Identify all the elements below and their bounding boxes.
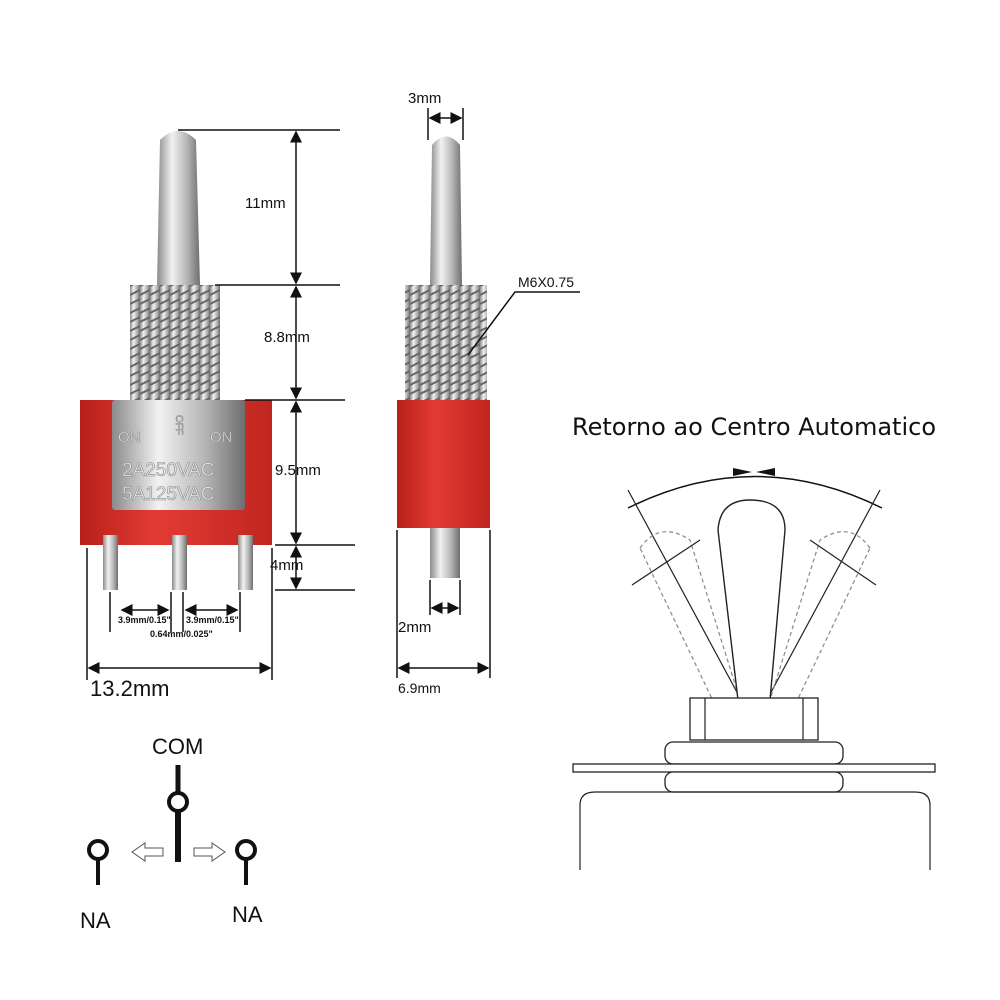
diagram-title: Retorno ao Centro Automatico [572, 413, 936, 441]
dim-pin-spacing-left: 3.9mm/0.15" [118, 615, 171, 625]
diagram-nut-top [664, 741, 844, 765]
plate-rating-1: 2A250VAC [122, 460, 215, 481]
front-lever [157, 131, 200, 285]
label-na-left: NA [80, 908, 111, 933]
dim-width: 13.2mm [90, 676, 169, 701]
dim-lever-height: 11mm [245, 195, 286, 212]
label-com: COM [152, 734, 203, 759]
terminal-na-left [87, 839, 109, 861]
pin-left [103, 535, 118, 590]
terminal-na-right [235, 839, 257, 861]
dim-pin-length: 4mm [270, 557, 303, 574]
plate-on-left: ON [118, 429, 141, 446]
diagram-bushing [689, 697, 819, 741]
front-view: ON ON OFF 2A250VAC 5A125VAC 11mm 8.8mm 9… [80, 129, 355, 701]
side-bushing [405, 285, 487, 400]
side-body [397, 400, 490, 528]
side-lever [430, 136, 462, 285]
side-view: 3mm M6X0.75 2mm 6.9mm [396, 90, 580, 696]
plate-rating-2: 5A125VAC [122, 484, 215, 505]
dim-body-height: 9.5mm [275, 462, 321, 479]
diagram-panel [572, 763, 936, 773]
dim-pin-width: 0.64mm/0.025" [150, 629, 213, 639]
metal-plate [112, 400, 245, 510]
dim-depth: 6.9mm [398, 680, 441, 696]
dim-lever-diameter: 3mm [408, 90, 441, 107]
dim-pin-spacing-right: 3.9mm/0.15" [186, 615, 239, 625]
thread-spec: M6X0.75 [518, 274, 574, 290]
front-bushing [130, 285, 220, 400]
travel-arc [627, 475, 883, 509]
side-pin [430, 528, 460, 578]
spdt-schematic: COM NA NA [80, 734, 263, 933]
plate-on-right: ON [210, 429, 233, 446]
diagram-lever [717, 499, 786, 701]
terminal-com [167, 791, 189, 813]
arrow-right-icon [193, 842, 226, 862]
pin-center [172, 535, 187, 590]
diagram-body [579, 791, 931, 870]
pin-right [238, 535, 253, 590]
arrow-left-icon [131, 842, 164, 862]
dim-bushing-height: 8.8mm [264, 329, 310, 346]
plate-off: OFF [173, 415, 184, 435]
diagram-nut-bottom [664, 771, 844, 793]
dim-side-pin-width: 2mm [398, 619, 431, 636]
return-to-center-diagram: Retorno ao Centro Automatico [572, 413, 936, 870]
label-na-right: NA [232, 902, 263, 927]
